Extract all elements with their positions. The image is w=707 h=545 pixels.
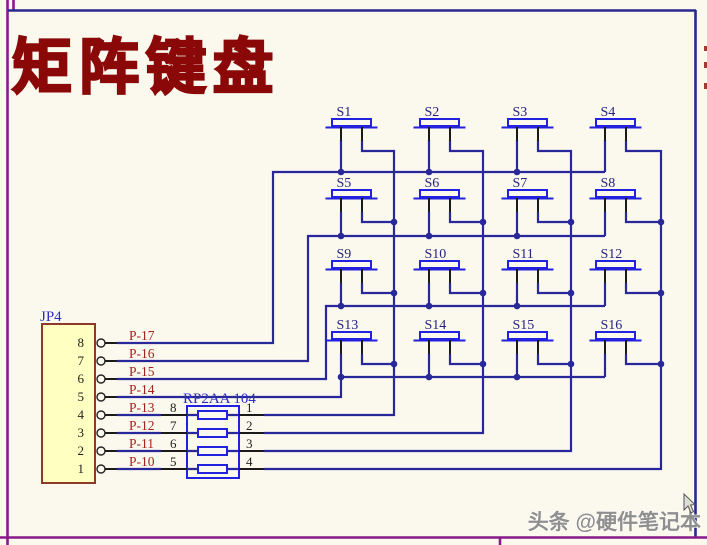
column-wire-3 (264, 140, 573, 453)
switch-label: S16 (601, 318, 623, 333)
resistor-elements (197, 410, 228, 474)
switch-s14[interactable]: S14 (413, 318, 466, 354)
switch-label: S14 (425, 318, 447, 333)
switch-label: S9 (337, 247, 352, 262)
switch-s3[interactable]: S3 (501, 105, 554, 141)
row-wire-4 (117, 375, 605, 399)
junction-dots (337, 168, 665, 381)
svg-text:7: 7 (170, 418, 177, 433)
svg-text:7: 7 (78, 353, 85, 368)
net-labels: P-17 P-16 P-15 P-14 P-13 P-12 P-11 P-10 (129, 328, 155, 469)
net-label-p11: P-11 (129, 436, 154, 451)
net-label-p14: P-14 (129, 382, 155, 397)
clipped-text-fragments (704, 46, 707, 89)
net-label-p12: P-12 (129, 418, 155, 433)
switch-label: S1 (337, 105, 352, 120)
switch-s7[interactable]: S7 (501, 176, 554, 212)
connector-designator: JP4 (40, 309, 62, 325)
switch-s8[interactable]: S8 (589, 176, 642, 212)
switch-label: S4 (601, 105, 616, 120)
row-wire-1 (117, 170, 605, 345)
switch-label: S10 (425, 247, 447, 262)
watermark: 头条 @硬件笔记本 (528, 510, 701, 534)
svg-text:6: 6 (170, 436, 177, 451)
svg-text:3: 3 (78, 425, 85, 440)
row-wire-2 (117, 234, 605, 363)
page-title: 矩阵键盘 (12, 34, 280, 101)
svg-text:3: 3 (246, 436, 253, 451)
switch-s4[interactable]: S4 (589, 105, 642, 141)
column-wire-4 (264, 140, 663, 471)
column-wire-1 (264, 140, 396, 417)
svg-text:2: 2 (78, 443, 85, 458)
switch-s6[interactable]: S6 (413, 176, 466, 212)
switch-label: S11 (513, 247, 534, 262)
keypad-matrix: S1 S2 S3 S4 S5 (325, 105, 642, 354)
resistor-pack-rp2aa[interactable]: RP2AA 104 8 7 6 5 1 2 3 4 (161, 391, 264, 479)
switch-s10[interactable]: S10 (413, 247, 466, 283)
svg-text:5: 5 (78, 389, 85, 404)
net-label-p16: P-16 (129, 346, 155, 361)
svg-text:5: 5 (170, 454, 177, 469)
switch-label: S2 (425, 105, 440, 120)
switch-s1[interactable]: S1 (325, 105, 378, 141)
switch-s12[interactable]: S12 (589, 247, 642, 283)
net-label-p17: P-17 (129, 328, 155, 343)
row-wire-3 (117, 304, 605, 381)
resistor-pack-body (186, 405, 240, 479)
switch-s9[interactable]: S9 (325, 247, 378, 283)
connector-pin-numbers: 8 7 6 5 4 3 2 1 (78, 335, 85, 476)
switch-label: S8 (601, 176, 616, 191)
switch-label: S15 (513, 318, 535, 333)
svg-text:8: 8 (170, 400, 177, 415)
net-label-p15: P-15 (129, 364, 155, 379)
switch-s16[interactable]: S16 (589, 318, 642, 354)
svg-text:1: 1 (246, 400, 253, 415)
switch-s13[interactable]: S13 (325, 318, 378, 354)
connector-body (41, 323, 96, 484)
switch-label: S3 (513, 105, 528, 120)
connector-jp4[interactable]: JP4 8 7 6 5 4 3 2 1 (40, 309, 117, 484)
switch-label: S7 (513, 176, 528, 191)
resistor-pack-label: RP2AA 104 (183, 391, 256, 407)
svg-text:4: 4 (246, 454, 253, 469)
svg-text:6: 6 (78, 371, 85, 386)
net-label-p13: P-13 (129, 400, 155, 415)
switch-label: S13 (337, 318, 359, 333)
resistor-pack-pins (161, 414, 264, 470)
svg-text:2: 2 (246, 418, 253, 433)
connector-pins (96, 338, 117, 474)
column-wire-2 (264, 140, 485, 435)
switch-s5[interactable]: S5 (325, 176, 378, 212)
svg-text:4: 4 (78, 407, 85, 422)
switch-label: S12 (601, 247, 623, 262)
resistor-pack-pin-numbers: 8 7 6 5 1 2 3 4 (170, 400, 253, 469)
mouse-cursor (683, 492, 697, 514)
svg-text:8: 8 (78, 335, 85, 350)
wires (117, 140, 663, 471)
svg-text:1: 1 (78, 461, 85, 476)
switch-s11[interactable]: S11 (501, 247, 554, 283)
switch-label: S6 (425, 176, 440, 191)
switch-label: S5 (337, 176, 352, 191)
switch-s15[interactable]: S15 (501, 318, 554, 354)
switch-s2[interactable]: S2 (413, 105, 466, 141)
net-label-p10: P-10 (129, 454, 155, 469)
